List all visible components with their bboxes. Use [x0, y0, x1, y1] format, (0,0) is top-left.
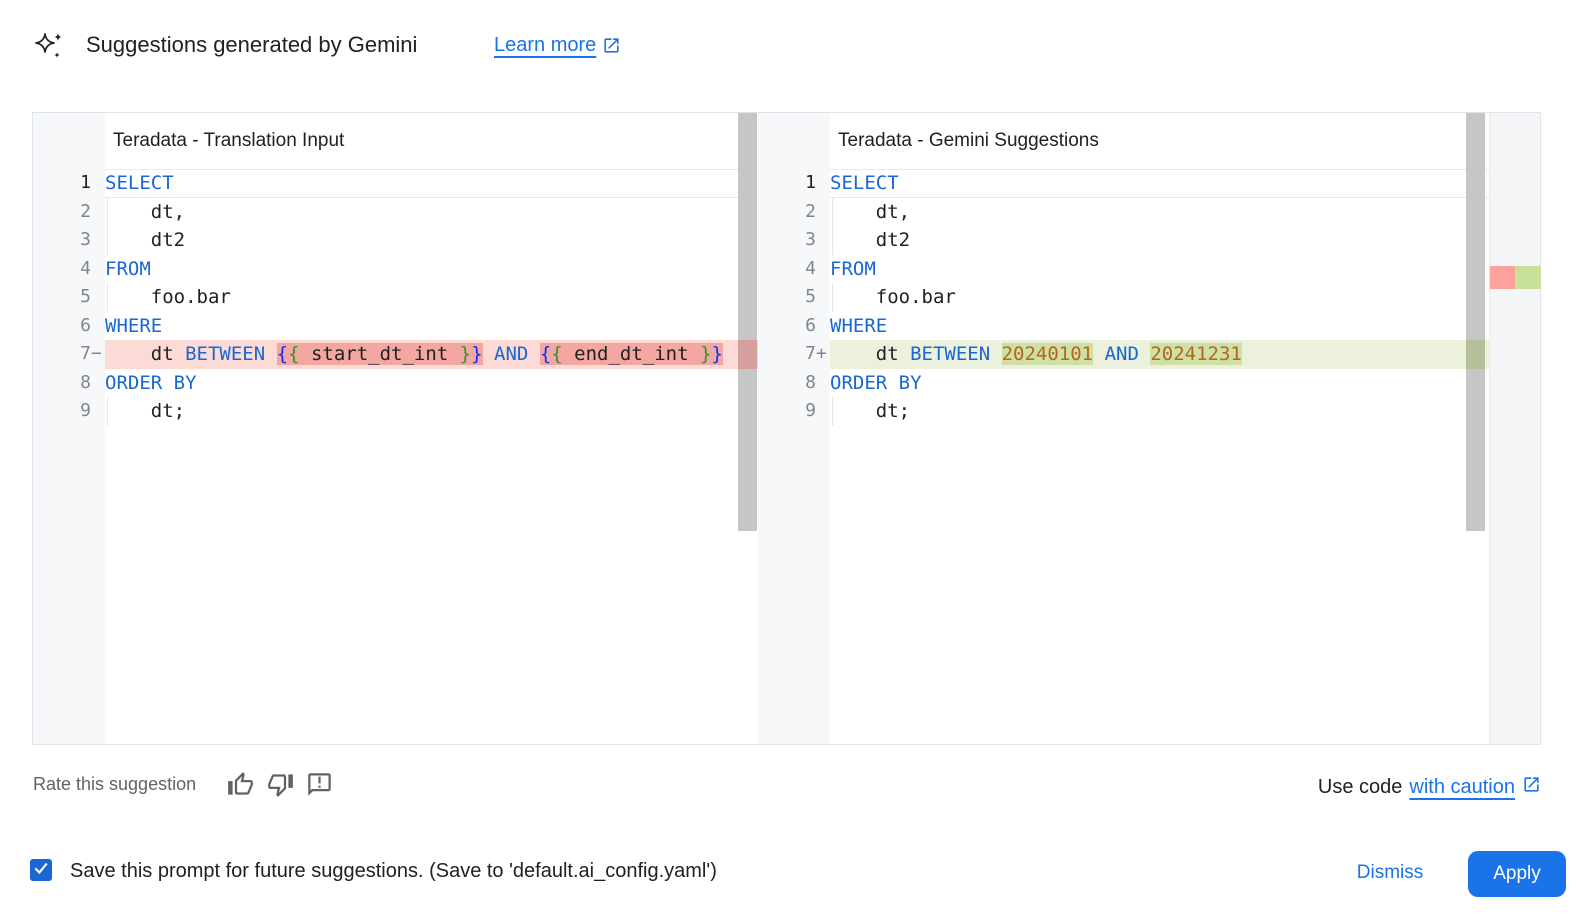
code-line: 2 dt,: [33, 197, 758, 227]
open-in-new-icon: [602, 36, 621, 55]
line-number: 3: [805, 229, 816, 250]
code-line: 9 dt;: [758, 397, 1489, 426]
code-text[interactable]: dt,: [830, 197, 1489, 227]
code-text[interactable]: dt,: [105, 197, 758, 227]
code-text[interactable]: SELECT: [830, 169, 1489, 198]
code-line: 6 WHERE: [758, 312, 1489, 341]
code-text[interactable]: ORDER BY: [830, 371, 922, 394]
code-line: 3 dt2: [758, 226, 1489, 255]
scrollbar-insert-marker: [1466, 340, 1485, 369]
line-number: 2: [805, 200, 816, 222]
right-editor-title: Teradata - Gemini Suggestions: [838, 130, 1099, 151]
code-text[interactable]: WHERE: [830, 314, 888, 337]
open-in-new-icon: [1522, 775, 1541, 800]
code-line: 9 dt;: [33, 397, 758, 426]
code-text[interactable]: foo.bar: [830, 283, 1489, 312]
ruler-insert-marker: [1515, 266, 1541, 289]
line-number: 6: [805, 314, 816, 336]
thumb-up-icon[interactable]: [227, 771, 254, 798]
scrollbar-delete-marker: [738, 340, 757, 369]
use-code-prefix: Use code: [1317, 776, 1403, 798]
ruler-delete-marker: [1490, 266, 1515, 289]
checkmark-icon: [32, 859, 50, 882]
line-number: 6: [80, 314, 91, 336]
line-number-gutter: [758, 113, 830, 744]
code-line: 7+ dt BETWEEN 20240101 AND 20241231: [758, 340, 1489, 369]
line-number: 4: [805, 257, 816, 279]
line-number: 9: [805, 400, 816, 421]
page-title: Suggestions generated by Gemini: [86, 32, 418, 57]
diff-overview-ruler[interactable]: [1489, 113, 1541, 744]
line-number: 3: [80, 229, 91, 250]
code-line: 4 FROM: [758, 255, 1489, 284]
code-line: 1 SELECT: [758, 169, 1489, 198]
dismiss-button[interactable]: Dismiss: [1340, 856, 1440, 890]
code-text[interactable]: dt BETWEEN {{ start_dt_int }} AND {{ end…: [105, 340, 758, 369]
gemini-sparkle-icon: [34, 31, 64, 66]
line-number: 1: [80, 172, 91, 193]
line-number: 7−: [80, 343, 102, 364]
code-line: 3 dt2: [33, 226, 758, 255]
line-number: 8: [80, 371, 91, 393]
rate-suggestion-label: Rate this suggestion: [33, 774, 197, 794]
code-text[interactable]: ORDER BY: [105, 371, 197, 394]
line-number: 8: [805, 371, 816, 393]
apply-button[interactable]: Apply: [1468, 851, 1566, 897]
line-number: 1: [805, 172, 816, 193]
right-editor-scrollbar[interactable]: [1466, 113, 1485, 531]
line-number-gutter: [33, 113, 105, 744]
code-line: 6 WHERE: [33, 312, 758, 341]
code-text[interactable]: dt BETWEEN 20240101 AND 20241231: [830, 340, 1489, 369]
with-caution-link[interactable]: with caution: [1409, 776, 1515, 798]
thumb-down-icon[interactable]: [267, 771, 294, 798]
learn-more-label: Learn more: [494, 34, 597, 56]
code-line: 5 foo.bar: [33, 283, 758, 312]
code-line: 1 SELECT: [33, 169, 758, 198]
code-text[interactable]: dt2: [830, 226, 1489, 255]
code-line: 7− dt BETWEEN {{ start_dt_int }} AND {{ …: [33, 340, 758, 369]
line-number: 2: [80, 200, 91, 222]
save-prompt-checkbox[interactable]: [30, 859, 52, 881]
line-number: 7+: [805, 343, 827, 364]
left-editor-title: Teradata - Translation Input: [113, 130, 345, 151]
use-code-notice: Use code with caution: [1318, 775, 1541, 800]
code-text[interactable]: SELECT: [105, 169, 758, 198]
code-text[interactable]: foo.bar: [105, 283, 758, 312]
code-line: 4 FROM: [33, 255, 758, 284]
learn-more-link[interactable]: Learn more: [494, 34, 621, 57]
line-number: 5: [80, 286, 91, 307]
line-number: 5: [805, 286, 816, 307]
code-text[interactable]: FROM: [105, 257, 151, 280]
line-number: 9: [80, 400, 91, 421]
feedback-icon[interactable]: [306, 771, 333, 798]
left-editor-scrollbar[interactable]: [738, 113, 757, 531]
code-text[interactable]: dt2: [105, 226, 758, 255]
code-text[interactable]: WHERE: [105, 314, 163, 337]
code-text[interactable]: FROM: [830, 257, 876, 280]
code-text[interactable]: dt;: [105, 397, 758, 426]
save-prompt-label: Save this prompt for future suggestions.…: [70, 860, 717, 882]
code-line: 2 dt,: [758, 197, 1489, 227]
code-line: 8 ORDER BY: [33, 369, 758, 398]
code-text[interactable]: dt;: [830, 397, 1489, 426]
code-line: 8 ORDER BY: [758, 369, 1489, 398]
code-line: 5 foo.bar: [758, 283, 1489, 312]
line-number: 4: [80, 257, 91, 279]
